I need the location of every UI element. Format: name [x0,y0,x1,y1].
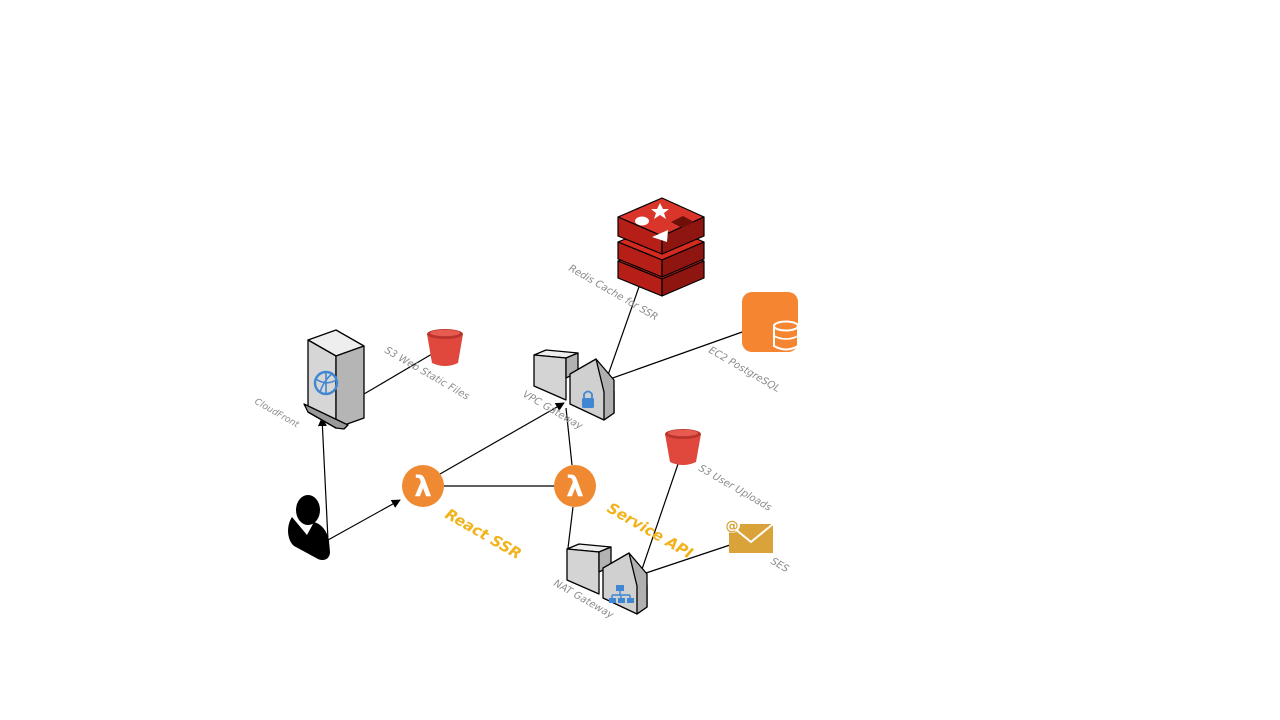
user-icon [288,495,330,561]
edge-nat-ses [639,544,731,576]
connectors [317,283,746,576]
cloudfront-label: CloudFront [253,397,301,431]
service-api-lambda-icon: λ [554,465,596,507]
edge-user-react-ssr [327,499,401,541]
edge-vpc-ec2 [606,330,746,381]
edge-user-cloudfront [317,417,329,541]
redis-icon [617,197,705,297]
edge-service-api-vpc [565,407,573,466]
ec2-label: EC2 PostgreSQL [707,345,782,395]
ses-label: SES [769,556,792,575]
cloudfront-server-icon [303,329,365,430]
svg-text:λ: λ [414,470,432,503]
edge-vpc-redis [606,283,641,379]
react-ssr-lambda-icon: λ [402,465,444,507]
edge-service-api-nat [567,506,574,549]
edge-nat-s3-uploads [639,463,679,576]
nat-gateway-icon [566,543,648,615]
svg-text:λ: λ [566,470,584,503]
ses-mail-icon: @ [724,517,774,553]
edge-react-ssr-vpc [439,402,565,475]
vpc-gateway-icon [533,349,615,421]
ec2-database-icon [742,292,799,352]
s3-uploads-label: S3 User Uploads [697,463,774,514]
react-ssr-label: React SSR [442,505,525,563]
edge-cloudfront-s3-static [363,353,433,395]
s3-uploads-bucket-icon [665,429,701,465]
s3-static-bucket-icon [427,329,463,366]
service-api-label: Service API [604,499,696,563]
svg-text:@: @ [726,519,739,534]
